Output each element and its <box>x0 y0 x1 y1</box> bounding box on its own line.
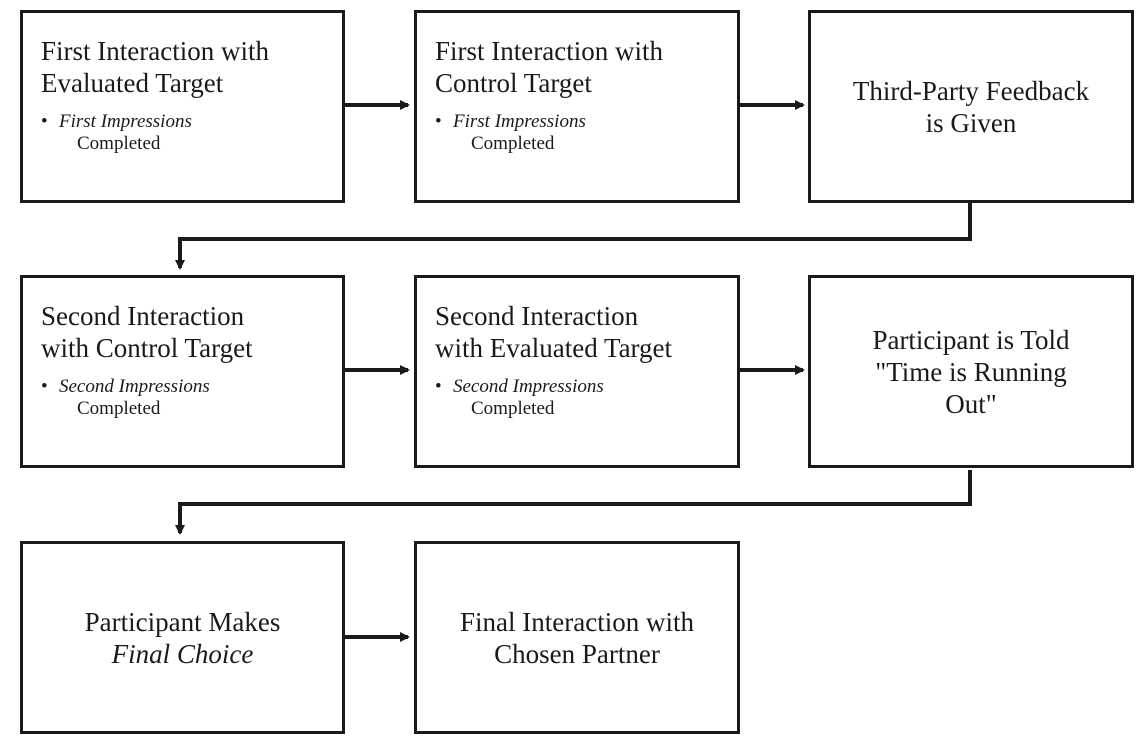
bullet-icon: • <box>41 111 48 132</box>
step-title-line: "Time is Running <box>875 356 1067 387</box>
arrow-s3-to-s4 <box>175 203 972 270</box>
bullet-icon: • <box>435 111 442 132</box>
step-title-line: with Control Target <box>41 333 253 363</box>
step-bullet-status: Completed <box>77 133 161 154</box>
step-bullet-status: Completed <box>471 398 555 419</box>
step-title-line: Evaluated Target <box>41 68 224 98</box>
step-box-time-running-out: Participant is Told "Time is Running Out… <box>808 275 1134 468</box>
step-bullet-status: Completed <box>471 133 555 154</box>
bullet-icon: • <box>435 376 442 397</box>
step-title-line: Chosen Partner <box>494 638 660 669</box>
step-box-first-interaction-evaluated: First Interaction with Evaluated Target … <box>20 10 345 203</box>
step-title-line: Final Interaction with <box>460 606 694 637</box>
step-box-final-interaction: Final Interaction with Chosen Partner <box>414 541 740 734</box>
step-box-third-party-feedback: Third-Party Feedback is Given <box>808 10 1134 203</box>
step-title-line: Second Interaction <box>41 301 245 331</box>
step-title-line: Participant is Told <box>872 324 1070 355</box>
step-title-line: Control Target <box>435 68 592 98</box>
step-bullet-label: First Impressions <box>59 111 192 132</box>
step-box-final-choice: Participant Makes Final Choice <box>20 541 345 734</box>
step-title-line: First Interaction with <box>41 36 269 66</box>
step-title-line: Third-Party Feedback <box>852 75 1090 106</box>
step-title-line: with Evaluated Target <box>435 333 673 363</box>
step-bullet-status: Completed <box>77 398 161 419</box>
step-title-line: Out" <box>945 388 997 419</box>
step-bullet-label: Second Impressions <box>453 376 604 397</box>
step-title-line: Participant Makes <box>84 606 281 637</box>
step-bullet-label: Second Impressions <box>59 376 210 397</box>
step-title-italic: Final Choice <box>111 638 254 669</box>
step-title-line: is Given <box>925 107 1017 138</box>
step-box-first-interaction-control: First Interaction with Control Target • … <box>414 10 740 203</box>
step-title-line: First Interaction with <box>435 36 663 66</box>
step-box-second-interaction-evaluated: Second Interaction with Evaluated Target… <box>414 275 740 468</box>
arrow-s6-to-s7 <box>175 470 972 535</box>
step-box-second-interaction-control: Second Interaction with Control Target •… <box>20 275 345 468</box>
step-title-line: Second Interaction <box>435 301 639 331</box>
step-bullet-label: First Impressions <box>453 111 586 132</box>
bullet-icon: • <box>41 376 48 397</box>
